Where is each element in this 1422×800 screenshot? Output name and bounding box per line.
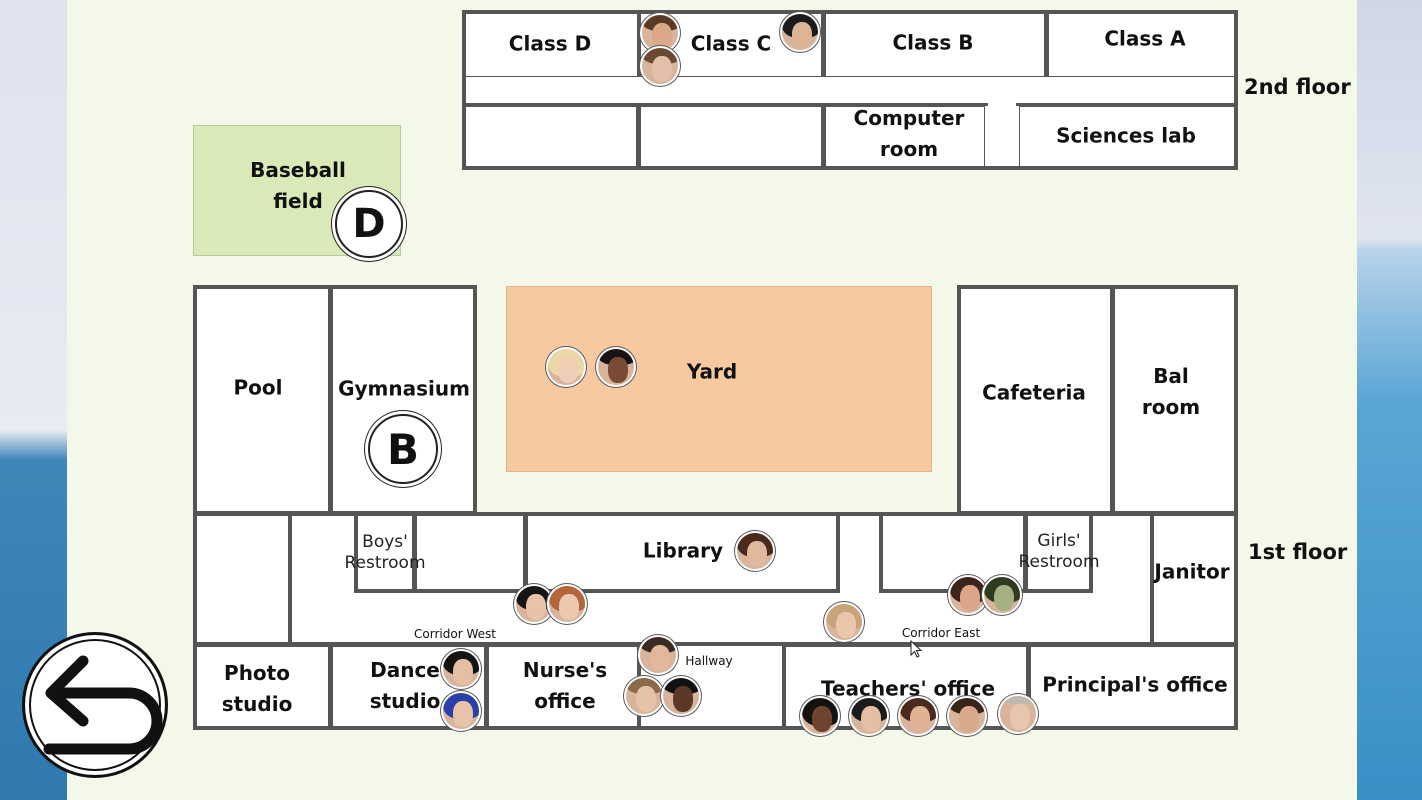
label-corridor-east[interactable]: Corridor East bbox=[901, 626, 981, 640]
corridor-line bbox=[289, 642, 1153, 646]
room-janitor[interactable] bbox=[1150, 512, 1238, 646]
marker-d-letter: D bbox=[352, 201, 386, 247]
marker-b-letter: B bbox=[386, 424, 419, 474]
label-pool: Pool bbox=[233, 375, 283, 400]
label-boys-restroom: Boys' Restroom bbox=[344, 532, 426, 573]
room-nurses-office[interactable] bbox=[485, 643, 641, 730]
label-photo-studio: Photo studio bbox=[221, 661, 293, 716]
character-avatar[interactable] bbox=[947, 696, 987, 736]
character-avatar[interactable] bbox=[780, 12, 820, 52]
label-hallway[interactable]: Hallway bbox=[685, 654, 733, 668]
mouse-cursor-icon bbox=[910, 640, 923, 658]
label-class-a: Class A bbox=[1104, 26, 1186, 51]
character-avatar[interactable] bbox=[998, 694, 1038, 734]
room-unnamed-2f-2 bbox=[637, 103, 825, 170]
label-bal-room: Bal room bbox=[1141, 364, 1201, 419]
label-nurses-office: Nurse's office bbox=[522, 658, 608, 713]
label-gymnasium: Gymnasium bbox=[338, 376, 470, 401]
back-arrow-icon bbox=[43, 655, 163, 755]
character-avatar[interactable] bbox=[824, 602, 864, 642]
room-library[interactable] bbox=[524, 512, 840, 593]
floor-label-second: 2nd floor bbox=[1244, 75, 1351, 99]
label-corridor-west[interactable]: Corridor West bbox=[414, 627, 496, 641]
marker-b[interactable]: B bbox=[368, 414, 438, 484]
character-avatar[interactable] bbox=[547, 584, 587, 624]
label-principals-office: Principal's office bbox=[1042, 672, 1228, 697]
label-dance-studio: Dance studio bbox=[369, 658, 441, 713]
character-avatar[interactable] bbox=[640, 13, 680, 53]
stair-gap bbox=[985, 106, 1019, 170]
label-cafeteria: Cafeteria bbox=[982, 380, 1086, 405]
character-avatar[interactable] bbox=[982, 575, 1022, 615]
marker-d[interactable]: D bbox=[335, 190, 403, 258]
character-avatar[interactable] bbox=[441, 649, 481, 689]
room-sciences-lab[interactable] bbox=[1016, 103, 1238, 170]
second-floor-corridor bbox=[462, 77, 1238, 106]
back-button[interactable] bbox=[22, 632, 168, 778]
background-right bbox=[1356, 0, 1422, 800]
room-bal-room[interactable] bbox=[1111, 285, 1238, 515]
label-yard: Yard bbox=[686, 359, 738, 384]
label-baseball-field: Baseball field bbox=[250, 158, 346, 213]
label-girls-restroom: Girls' Restroom bbox=[1018, 531, 1100, 572]
label-class-b: Class B bbox=[892, 30, 974, 55]
character-avatar[interactable] bbox=[849, 696, 889, 736]
label-class-d: Class D bbox=[508, 31, 592, 56]
room-girls-restroom[interactable] bbox=[1024, 512, 1093, 593]
character-avatar[interactable] bbox=[546, 347, 586, 387]
room-unnamed-west bbox=[193, 512, 292, 646]
room-west-annex bbox=[413, 512, 527, 593]
character-avatar[interactable] bbox=[596, 347, 636, 387]
character-avatar[interactable] bbox=[800, 696, 840, 736]
character-avatar[interactable] bbox=[661, 676, 701, 716]
character-avatar[interactable] bbox=[735, 531, 775, 571]
floor-label-first: 1st floor bbox=[1248, 540, 1348, 564]
room-class-a[interactable] bbox=[1045, 10, 1238, 80]
character-avatar[interactable] bbox=[640, 46, 680, 86]
room-unnamed-2f-1 bbox=[462, 103, 640, 170]
character-avatar[interactable] bbox=[624, 676, 664, 716]
character-avatar[interactable] bbox=[441, 691, 481, 731]
label-sciences-lab: Sciences lab bbox=[1056, 123, 1196, 148]
character-avatar[interactable] bbox=[638, 635, 678, 675]
room-computer-room[interactable] bbox=[822, 103, 988, 170]
label-library: Library bbox=[642, 538, 724, 563]
character-avatar[interactable] bbox=[898, 696, 938, 736]
label-janitor: Janitor bbox=[1154, 559, 1230, 584]
room-principals-office[interactable] bbox=[1027, 643, 1238, 730]
label-computer-room: Computer room bbox=[853, 106, 965, 161]
label-class-c: Class C bbox=[690, 31, 772, 56]
character-avatar[interactable] bbox=[948, 575, 988, 615]
